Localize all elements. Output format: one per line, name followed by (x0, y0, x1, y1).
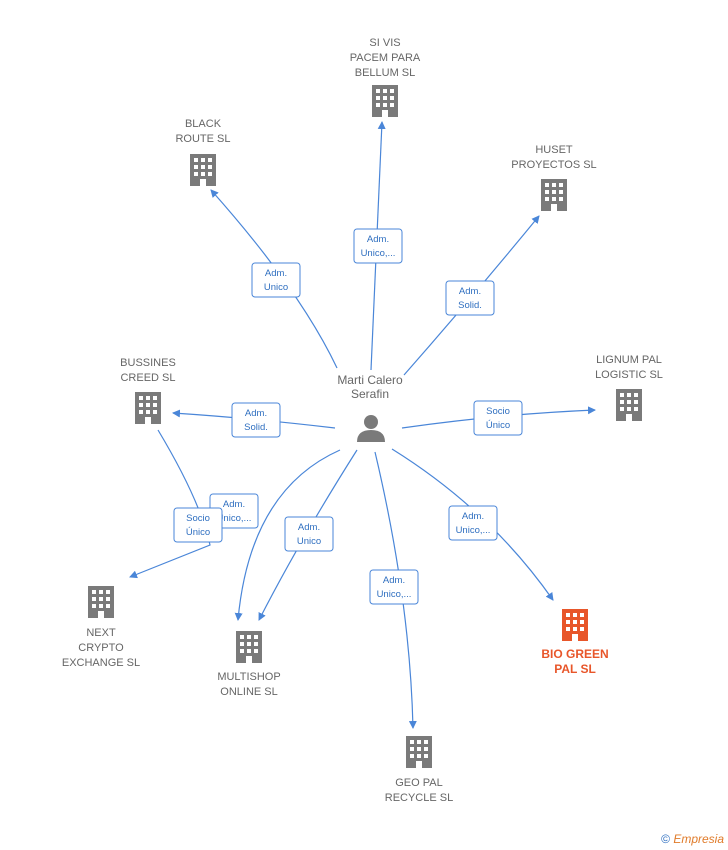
relation-badge-r-multi2[interactable]: Adm. Unico (284, 516, 334, 552)
nodes-layer: SI VIS PACEM PARA BELLUM SL BLACK ROUTE SL HU… (62, 37, 663, 804)
company-name-label: HUSET (535, 144, 573, 156)
company-node-si-vis[interactable]: SI VIS PACEM PARA BELLUM SL (350, 37, 421, 117)
company-node-geo-pal[interactable]: GEO PAL RECYCLE SL (385, 736, 453, 804)
relation-box (284, 516, 334, 552)
relation-label: Adm. (298, 522, 320, 533)
edges-layer (129, 121, 596, 729)
relation-label: Adm. (245, 408, 267, 419)
person-name-label: Marti Calero (337, 373, 403, 387)
relation-badge-r-geo[interactable]: Adm. Unico,... (369, 569, 419, 605)
relation-label: Solid. (458, 300, 482, 311)
edge-multishop-1 (234, 449, 341, 621)
company-node-black-route[interactable]: BLACK ROUTE SL (175, 118, 231, 186)
relation-badge-r-bussines[interactable]: Adm. Solid. (231, 402, 281, 438)
relation-badge-r-si-vis[interactable]: Adm. Unico,... (353, 228, 403, 264)
relation-label: Adm. (223, 499, 245, 510)
company-name-label: GEO PAL (395, 777, 442, 789)
edge-next-crypto (129, 429, 211, 579)
relation-label: Adm. (265, 268, 287, 279)
building-icon (190, 154, 216, 186)
company-name-label: LIGNUM PAL (596, 354, 662, 366)
relation-box (251, 262, 301, 298)
company-name-label: ROUTE SL (175, 133, 230, 145)
company-name-label: BUSSINES (120, 357, 176, 369)
relation-box (448, 505, 498, 541)
relation-label: Único (186, 527, 210, 538)
company-name-label: BIO GREEN (541, 647, 608, 661)
relation-label: Único (486, 420, 510, 431)
building-icon (88, 586, 114, 618)
brand-logo-text: Empresia (673, 832, 724, 846)
relation-label: Solid. (244, 422, 268, 433)
building-icon (541, 179, 567, 211)
person-icon (357, 415, 385, 442)
relation-label: Unico,... (377, 589, 412, 600)
company-node-bussines-creed[interactable]: BUSSINES CREED SL (120, 357, 176, 424)
relation-box (353, 228, 403, 264)
company-name-label: LOGISTIC SL (595, 369, 663, 381)
relation-label: Adm. (383, 575, 405, 586)
relation-label: Unico (264, 282, 288, 293)
company-node-lignum[interactable]: LIGNUM PAL LOGISTIC SL (595, 354, 663, 421)
company-name-label: BLACK (185, 118, 222, 130)
company-name-label: ONLINE SL (220, 686, 277, 698)
relation-box (369, 569, 419, 605)
relation-badge-r-bio[interactable]: Adm. Unico,... (448, 505, 498, 541)
company-name-label: PACEM PARA (350, 52, 421, 64)
company-name-label: BELLUM SL (355, 67, 416, 79)
relation-box (231, 402, 281, 438)
company-name-label: NEXT (86, 627, 116, 639)
relation-label: Adm. (459, 286, 481, 297)
company-node-multishop[interactable]: MULTISHOP ONLINE SL (217, 631, 281, 698)
relation-label: Unico (297, 536, 321, 547)
building-icon (406, 736, 432, 768)
company-name-label: PROYECTOS SL (511, 159, 596, 171)
building-icon (562, 609, 588, 641)
relation-label: Adm. (367, 234, 389, 245)
company-node-next-crypto[interactable]: NEXT CRYPTO EXCHANGE SL (62, 586, 140, 669)
company-name-label: SI VIS (369, 37, 400, 49)
company-name-label: CREED SL (120, 372, 175, 384)
company-name-label: MULTISHOP (217, 671, 280, 683)
relation-badge-r-black[interactable]: Adm. Unico (251, 262, 301, 298)
building-icon (616, 389, 642, 421)
copyright-symbol: © (661, 832, 670, 846)
company-name-label: PAL SL (554, 662, 596, 676)
relation-label: Unico,... (361, 248, 396, 259)
company-name-label: CRYPTO (78, 642, 124, 654)
relation-label: Unico,... (217, 513, 252, 524)
building-icon (135, 392, 161, 424)
building-icon (236, 631, 262, 663)
relation-box (173, 507, 223, 543)
footer-brand: © Empresia (661, 832, 724, 846)
relation-box (445, 280, 495, 316)
person-name-label: Serafin (351, 387, 389, 401)
company-name-label: RECYCLE SL (385, 792, 453, 804)
relation-label: Unico,... (456, 525, 491, 536)
company-name-label: EXCHANGE SL (62, 657, 140, 669)
relation-box (473, 400, 523, 436)
company-node-huset[interactable]: HUSET PROYECTOS SL (511, 144, 597, 211)
relation-badge-r-huset[interactable]: Adm. Solid. (445, 280, 495, 316)
building-icon (372, 85, 398, 117)
relation-label: Adm. (462, 511, 484, 522)
relation-label: Socio (186, 513, 210, 524)
relation-label: Socio (486, 406, 510, 417)
